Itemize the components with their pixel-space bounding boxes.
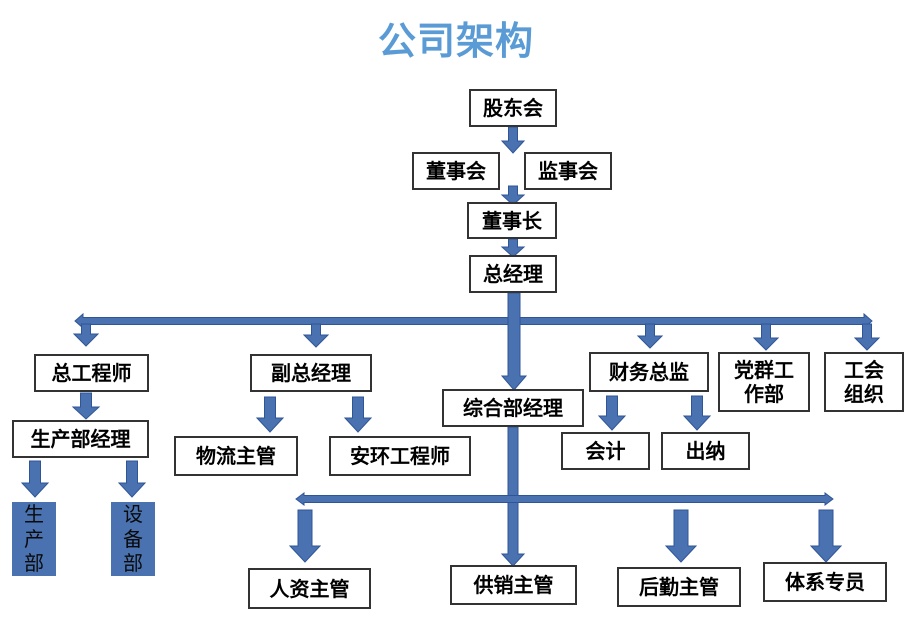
- unit-equipment-dept: 设备部: [111, 502, 155, 576]
- node-board: 董事会: [412, 152, 500, 190]
- arrow-to-safety-env-engineer: [343, 396, 373, 433]
- node-cashier: 出纳: [661, 432, 750, 470]
- node-accountant: 会计: [561, 432, 650, 470]
- node-chief-engineer: 总工程师: [34, 354, 149, 392]
- node-chairman: 董事长: [467, 202, 557, 239]
- arrow-chairman-to-gm: [500, 238, 526, 258]
- node-system-specialist: 体系专员: [763, 562, 887, 602]
- node-hr-supervisor: 人资主管: [248, 568, 371, 609]
- arrow-to-cashier: [682, 395, 712, 431]
- node-union-org: 工会组织: [824, 352, 904, 412]
- node-general-manager: 总经理: [469, 255, 557, 293]
- node-supervisors: 监事会: [524, 152, 612, 190]
- arrow-shareholders-to-board: [500, 126, 526, 154]
- node-shareholders: 股东会: [469, 89, 557, 127]
- arrow-to-union-org: [853, 323, 881, 351]
- node-production-manager: 生产部经理: [12, 420, 149, 458]
- arrow-to-hr-supervisor: [288, 509, 322, 563]
- page-title: 公司架构: [377, 19, 534, 63]
- arrow-to-production-dept: [20, 460, 50, 498]
- arrow-to-deputy-gm: [302, 323, 330, 348]
- arrow-to-logistics-service-supervisor: [664, 509, 698, 563]
- node-logistics-service-supervisor: 后勤主管: [617, 567, 741, 607]
- node-party-mass-work-dept: 党群工作部: [718, 352, 810, 412]
- arrow-board-to-chairman: [500, 185, 526, 206]
- arrow-to-equipment-dept: [117, 460, 147, 498]
- arrow-to-chief-engineer: [72, 323, 100, 347]
- unit-production-dept: 生产部: [12, 502, 56, 576]
- arrow-gm-to-general-dept: [500, 292, 528, 391]
- node-safety-env-engineer: 安环工程师: [329, 436, 471, 476]
- arrow-to-logistics-supervisor: [255, 396, 285, 433]
- node-general-dept-manager: 综合部经理: [442, 389, 584, 427]
- arrow-to-party-mass-dept: [752, 323, 780, 351]
- arrow-to-finance-director: [636, 323, 664, 349]
- connector-main-bar: [74, 312, 873, 330]
- arrow-to-system-specialist: [809, 509, 843, 563]
- node-finance-director: 财务总监: [589, 352, 709, 392]
- node-logistics-supervisor: 物流主管: [174, 436, 298, 476]
- connector-lower-bar: [295, 492, 834, 506]
- node-supply-sales-supervisor: 供销主管: [450, 565, 577, 605]
- arrow-to-accountant: [597, 395, 627, 431]
- node-deputy-gm: 副总经理: [250, 354, 372, 392]
- arrow-to-production-manager: [71, 392, 101, 420]
